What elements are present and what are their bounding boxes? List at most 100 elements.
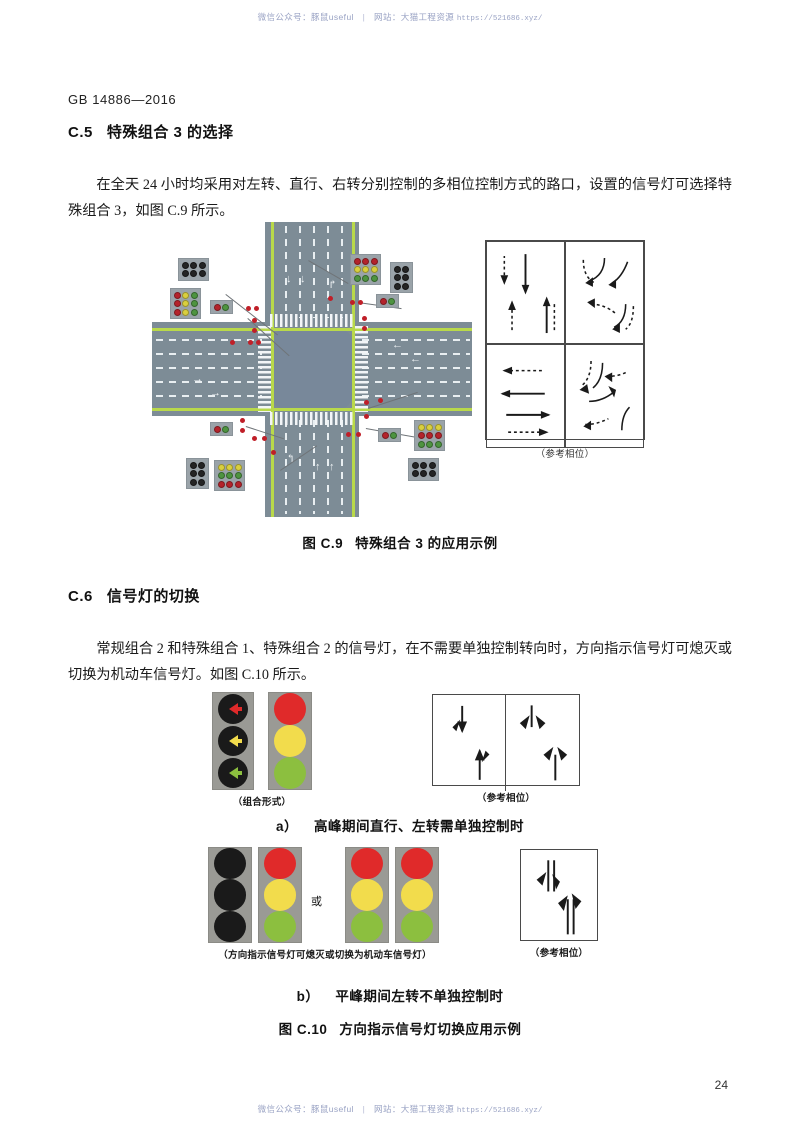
section-c5-title: 特殊组合 3 的选择 bbox=[106, 124, 234, 141]
cluster-lamp-y bbox=[353, 266, 361, 273]
bulb-green[interactable] bbox=[274, 757, 306, 789]
phase-diagram-c10a bbox=[432, 694, 580, 791]
phase-cell-a1 bbox=[433, 695, 506, 791]
signal-mast-point bbox=[246, 306, 251, 311]
signal-mast-point bbox=[262, 436, 267, 441]
signal-cluster-south-small[interactable] bbox=[378, 428, 401, 442]
cluster-lamp-d bbox=[420, 461, 427, 469]
lane-dash bbox=[362, 381, 470, 383]
watermark-wechat: 微信公众号：豚鼠useful bbox=[257, 12, 354, 22]
signal-mast-point bbox=[364, 400, 369, 405]
signal-cluster-east-small[interactable] bbox=[376, 294, 399, 308]
signal-cluster-nw-outer[interactable] bbox=[178, 258, 209, 281]
pavement-arrow: → bbox=[192, 373, 203, 385]
section-c6-number: C.6 bbox=[68, 588, 93, 605]
signal-cluster-se-main[interactable] bbox=[414, 420, 445, 451]
cluster-lamp-g bbox=[190, 300, 198, 307]
signal-head-off[interactable] bbox=[208, 847, 252, 943]
cluster-lamp-r bbox=[226, 480, 233, 488]
cluster-lamp-d bbox=[411, 461, 419, 469]
cluster-lamp-y bbox=[182, 291, 189, 299]
cluster-lamp-d bbox=[402, 265, 409, 273]
signal-mast-point bbox=[252, 328, 257, 333]
bulb-yellow[interactable] bbox=[401, 879, 433, 911]
watermark-bottom: 微信公众号：豚鼠useful | 网站：大猫工程资源 https://52168… bbox=[0, 1103, 800, 1115]
bulb-red[interactable] bbox=[274, 693, 306, 725]
bulb-green[interactable] bbox=[264, 910, 296, 942]
bulb-red-left-arrow[interactable] bbox=[218, 694, 248, 724]
figure-c9-title: 特殊组合 3 的应用示例 bbox=[355, 536, 498, 551]
signal-cluster-sw-dark[interactable] bbox=[186, 458, 209, 489]
phase-cell-4 bbox=[565, 344, 644, 448]
pavement-arrow: ↓ bbox=[286, 273, 292, 285]
signal-head-ball-2[interactable] bbox=[258, 847, 302, 943]
bulb-off-middle[interactable] bbox=[214, 879, 246, 911]
median-line-h-bottom bbox=[152, 408, 472, 411]
signal-cluster-sw-small[interactable] bbox=[210, 422, 233, 436]
cluster-lamp-g bbox=[390, 431, 397, 439]
lane-dash bbox=[362, 367, 470, 369]
bulb-off-top[interactable] bbox=[214, 848, 246, 880]
signal-head-ball-3[interactable] bbox=[345, 847, 389, 943]
cluster-lamp-d bbox=[393, 265, 401, 273]
watermark-separator: | bbox=[362, 12, 366, 22]
cluster-lamp-g bbox=[190, 308, 198, 316]
signal-cluster-ne-dark[interactable] bbox=[390, 262, 413, 293]
cluster-lamp-d bbox=[181, 261, 189, 269]
cluster-lamp-r bbox=[213, 425, 221, 433]
signal-mast-point bbox=[328, 296, 333, 301]
signal-cluster-ne-main[interactable] bbox=[350, 254, 381, 285]
cluster-lamp-r bbox=[213, 303, 221, 311]
bulb-green[interactable] bbox=[351, 910, 383, 942]
phase-cell-2 bbox=[565, 241, 644, 345]
signal-mast-point bbox=[356, 432, 361, 437]
bulb-yellow[interactable] bbox=[274, 725, 306, 757]
sub-letter-a: a） bbox=[275, 819, 298, 834]
figure-c10-part-a: （组合形式） bbox=[0, 690, 800, 810]
left-arrow-icon bbox=[229, 703, 242, 715]
figure-c9: ↓ ↓ ↱ ↑ ↑ ↰ → → ← ← bbox=[152, 222, 652, 522]
cluster-lamp-g bbox=[362, 274, 369, 282]
pavement-arrow: ↰ bbox=[286, 453, 296, 465]
bulb-yellow-left-arrow[interactable] bbox=[218, 726, 248, 756]
lane-dash bbox=[362, 339, 470, 341]
signal-head-arrow[interactable] bbox=[212, 692, 254, 790]
cluster-lamp-d bbox=[189, 470, 197, 477]
signal-mast-point bbox=[362, 316, 367, 321]
cluster-lamp-r bbox=[234, 480, 242, 488]
bulb-yellow[interactable] bbox=[351, 879, 383, 911]
bulb-red[interactable] bbox=[401, 848, 433, 880]
signal-cluster-sw-main[interactable] bbox=[214, 460, 245, 491]
signal-mast-point bbox=[252, 436, 257, 441]
bulb-red[interactable] bbox=[264, 848, 296, 880]
cluster-lamp-d bbox=[198, 478, 205, 486]
watermark-wechat: 微信公众号：豚鼠useful bbox=[257, 1104, 354, 1114]
cluster-lamp-y bbox=[434, 423, 442, 431]
cluster-lamp-r bbox=[434, 432, 442, 439]
cluster-lamp-g bbox=[388, 297, 395, 305]
bulb-green[interactable] bbox=[401, 910, 433, 942]
signal-cluster-se-dark[interactable] bbox=[408, 458, 439, 481]
bulb-red[interactable] bbox=[351, 848, 383, 880]
cluster-lamp-g bbox=[222, 425, 229, 433]
figure-c10-caption-a: a）高峰期间直行、左转需单独控制时 bbox=[0, 815, 800, 835]
signal-head-ball[interactable] bbox=[268, 692, 312, 790]
signal-mast-point bbox=[358, 300, 363, 305]
cluster-lamp-d bbox=[402, 274, 409, 281]
lane-dash bbox=[156, 395, 262, 397]
crosswalk-north bbox=[270, 314, 354, 327]
cluster-lamp-d bbox=[428, 461, 436, 469]
bulb-off-bottom[interactable] bbox=[214, 910, 246, 942]
cluster-lamp-r bbox=[173, 308, 181, 316]
cluster-lamp-r bbox=[379, 297, 387, 305]
cluster-lamp-g bbox=[426, 440, 433, 448]
signal-head-ball-4[interactable] bbox=[395, 847, 439, 943]
signal-cluster-west-upper[interactable] bbox=[170, 288, 201, 319]
bulb-yellow[interactable] bbox=[264, 879, 296, 911]
watermark-separator: | bbox=[362, 1104, 366, 1114]
signal-cluster-west-small[interactable] bbox=[210, 300, 233, 314]
bulb-green-left-arrow[interactable] bbox=[218, 758, 248, 788]
crosswalk-west bbox=[258, 326, 271, 412]
cluster-lamp-g bbox=[370, 274, 378, 282]
